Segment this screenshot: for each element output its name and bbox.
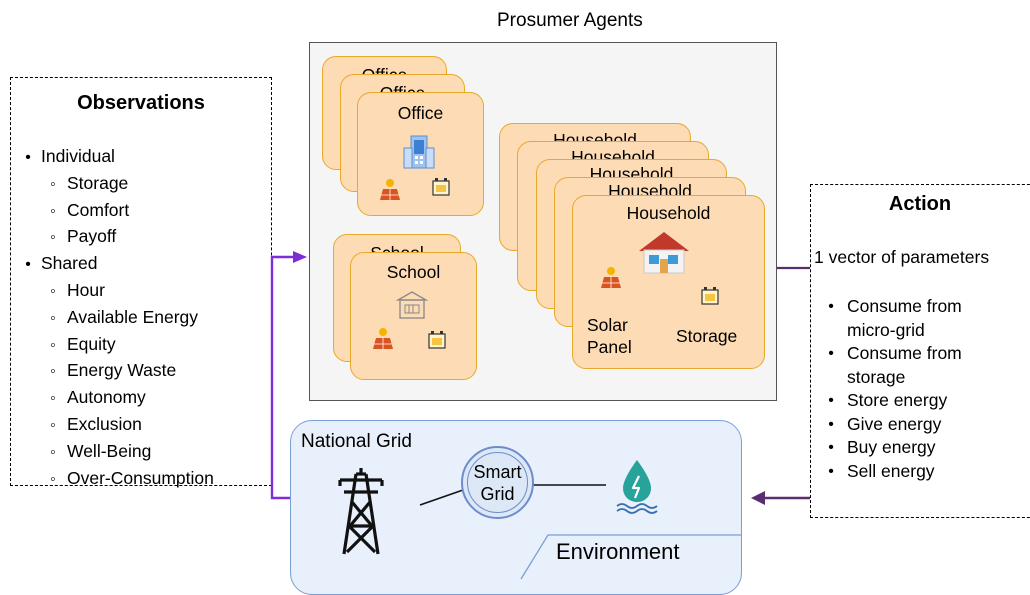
action-item-label: Sell energy [847, 460, 935, 481]
observation-item-label: Exclusion [67, 413, 142, 434]
smart-grid-label: Smart Grid [467, 452, 528, 513]
house-icon [639, 232, 689, 274]
action-item-label: Buy energy [847, 437, 936, 457]
observation-group-label: Individual [41, 146, 115, 166]
observation-item: Payoff [15, 224, 270, 251]
observation-item: Over-Consumption [15, 466, 270, 493]
bullet: • [828, 345, 834, 362]
action-panel: Action 1 vector of parameters • Consume f… [810, 184, 1030, 518]
household-card-front: Household Solar Panel Storage [572, 195, 765, 369]
prosumer-title: Prosumer Agents [497, 10, 643, 31]
action-item-label: Consume from micro-grid [847, 296, 962, 340]
observation-item-label: Equity [67, 333, 116, 354]
observation-item-label: Comfort [67, 199, 130, 220]
bullet: • [828, 415, 834, 433]
observation-item: Energy Waste [15, 358, 270, 385]
observation-item: Well-Being [15, 439, 270, 466]
observation-item: Exclusion [15, 412, 270, 439]
environment-label: Environment [556, 539, 680, 564]
observation-group: Shared [15, 251, 270, 278]
school-icon [395, 291, 429, 319]
action-item: • Consume from micro-grid [815, 295, 1030, 342]
battery-icon [701, 287, 719, 305]
action-item: • Give energy [815, 413, 1030, 437]
observation-item-label: Well-Being [67, 440, 152, 461]
solar-panel-icon [601, 267, 621, 288]
observation-item: Autonomy [15, 385, 270, 412]
bullet: • [828, 298, 834, 315]
school-card-front: School [350, 252, 477, 380]
observation-item: Storage [15, 171, 270, 198]
observations-title: Observations [77, 92, 205, 114]
environment-label-tab [520, 534, 742, 580]
transmission-tower-icon [338, 468, 384, 555]
action-item: • Store energy [815, 389, 1030, 413]
household-label: Household [626, 203, 711, 223]
solar-panel-icon [373, 328, 393, 349]
action-item-label: Consume from storage [847, 343, 962, 387]
observation-item-label: Hour [67, 279, 105, 300]
action-item-label: Give energy [847, 413, 942, 434]
action-title: Action [888, 193, 952, 215]
bullet: • [828, 462, 834, 480]
action-item: • Sell energy [815, 460, 1030, 484]
observation-item: Available Energy [15, 305, 270, 332]
observation-item-label: Over-Consumption [67, 467, 214, 488]
solar-panel-icon [380, 179, 400, 200]
observation-item-label: Storage [67, 172, 129, 193]
observations-list: IndividualStorageComfortPayoffSharedHour… [15, 144, 270, 492]
action-item: • Consume from storage [815, 342, 1030, 389]
observation-item: Hour [15, 278, 270, 305]
solar-panel-label: Solar Panel [587, 315, 632, 357]
observation-item: Comfort [15, 198, 270, 225]
action-list: • Consume from micro-grid • Consume from st… [815, 295, 1030, 483]
observation-item-label: Energy Waste [67, 360, 177, 381]
observation-group: Individual [15, 144, 270, 171]
observation-arrow [270, 251, 307, 500]
bullet: • [828, 439, 834, 456]
action-subtitle: 1 vector of parameters [814, 247, 990, 267]
school-label: School [386, 262, 441, 282]
action-arrow [751, 266, 810, 505]
national-grid-label: National Grid [301, 431, 412, 452]
hydro-water-icon [616, 460, 658, 514]
action-item-label: Store energy [847, 390, 948, 410]
storage-label: Storage [676, 326, 738, 346]
observation-item-label: Payoff [67, 226, 117, 247]
action-item: • Buy energy [815, 436, 1030, 460]
observation-item: Equity [15, 332, 270, 359]
observation-item-label: Autonomy [67, 387, 146, 408]
observations-panel: Observations IndividualStorageComfortPay… [10, 77, 272, 488]
bullet: • [828, 392, 834, 409]
observation-item-label: Available Energy [67, 306, 199, 327]
observation-group-label: Shared [41, 253, 98, 274]
battery-icon [428, 331, 446, 349]
grid-connection-line [419, 484, 606, 506]
office-building-icon [403, 135, 435, 169]
office-label: Office [397, 103, 444, 123]
battery-icon [432, 178, 450, 196]
